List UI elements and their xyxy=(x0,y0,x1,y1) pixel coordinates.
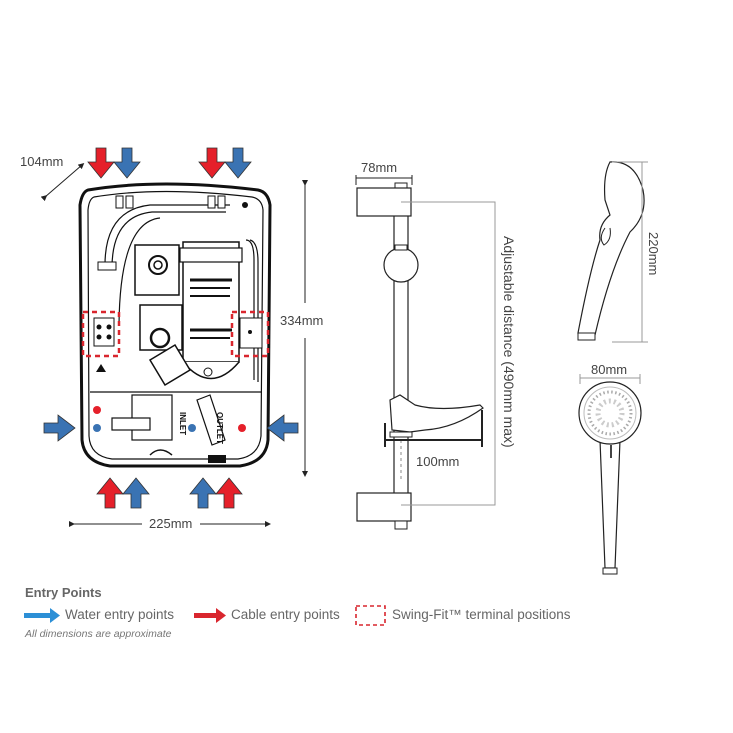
cable-entry-arrow xyxy=(215,477,243,509)
legend-water-entry: Water entry points xyxy=(65,607,175,622)
swing-fit-terminal-left xyxy=(81,310,121,358)
swing-fit-terminal-right xyxy=(230,310,270,358)
depth-label: 104mm xyxy=(20,154,64,169)
handset-length-label: 220mm xyxy=(646,232,661,276)
cable-entry-arrow xyxy=(198,147,226,179)
cable-entry-arrow xyxy=(87,147,115,179)
bracket-width-label: 78mm xyxy=(361,160,398,175)
riser-rail xyxy=(355,175,496,530)
water-entry-arrow xyxy=(122,477,150,509)
height-label: 334mm xyxy=(280,313,324,328)
legend-swing-fit: Swing-Fit™ terminal positions xyxy=(392,607,571,622)
approximate-note: All dimensions are approximate xyxy=(25,628,172,640)
inlet-label: INLET xyxy=(178,412,187,435)
cold-indicator-dot xyxy=(188,424,196,432)
cold-indicator-dot xyxy=(93,424,101,432)
handset-front-view xyxy=(578,374,642,575)
cable-entry-arrow xyxy=(96,477,124,509)
width-label: 225mm xyxy=(149,516,193,531)
hot-indicator-dot xyxy=(238,424,246,432)
dashed-box-icon xyxy=(355,605,386,626)
water-entry-arrow xyxy=(43,414,76,442)
water-entry-arrow xyxy=(224,147,252,179)
water-entry-arrow xyxy=(189,477,217,509)
hot-indicator-dot xyxy=(93,406,101,414)
handset-side-view xyxy=(577,161,648,343)
water-entry-arrow xyxy=(113,147,141,179)
depth-dimension-line xyxy=(40,163,85,202)
legend-cable-entry: Cable entry points xyxy=(231,607,340,622)
water-entry-arrow xyxy=(266,414,299,442)
soap-dish-depth-label: 100mm xyxy=(416,454,460,469)
red-arrow-icon xyxy=(194,608,226,623)
head-diameter-label: 80mm xyxy=(591,362,628,377)
outlet-label: OUTLET xyxy=(215,412,224,444)
shower-unit-front xyxy=(78,182,272,468)
blue-arrow-icon xyxy=(24,608,60,623)
adjustable-distance-label: Adjustable distance (490mm max) xyxy=(501,236,517,448)
legend-title: Entry Points xyxy=(25,585,102,600)
